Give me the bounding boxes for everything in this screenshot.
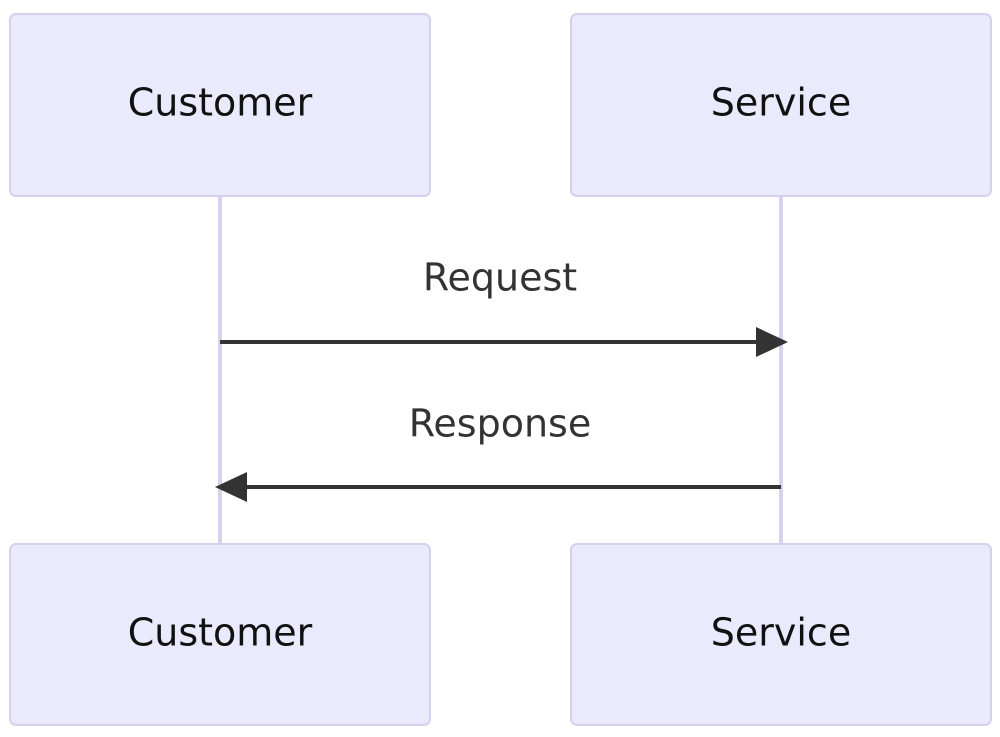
actor-bottom-service-label: Service <box>711 611 851 655</box>
message-response: Response <box>215 402 781 502</box>
actor-top-customer-label: Customer <box>128 81 313 125</box>
message-request: Request <box>220 256 788 357</box>
message-response-label: Response <box>409 402 592 446</box>
actor-top-customer: Customer <box>9 13 431 197</box>
actor-bottom-customer: Customer <box>9 543 431 726</box>
actor-top-service-label: Service <box>711 81 851 125</box>
message-request-arrowhead <box>756 327 788 357</box>
actor-top-service: Service <box>570 13 992 197</box>
actor-bottom-customer-label: Customer <box>128 611 313 655</box>
actor-bottom-service: Service <box>570 543 992 726</box>
message-request-label: Request <box>423 256 577 300</box>
message-response-arrowhead <box>215 472 247 502</box>
